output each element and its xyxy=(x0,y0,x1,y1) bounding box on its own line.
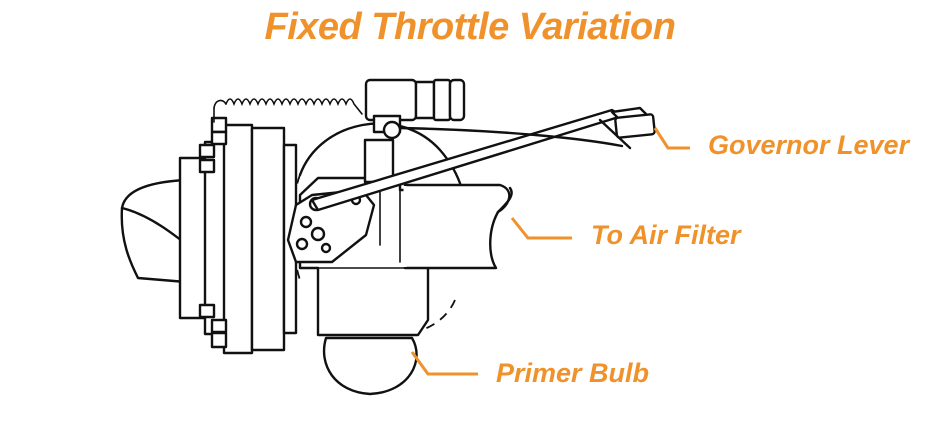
governor-spring xyxy=(213,98,363,123)
fuel-fitting xyxy=(364,78,466,140)
leader-primer-bulb xyxy=(410,351,478,376)
primer-bulb xyxy=(322,336,418,396)
callout-air-filter: To Air Filter xyxy=(591,220,741,250)
mounting-flange xyxy=(178,116,298,355)
flange-bolt-bottom xyxy=(198,303,216,319)
callout-governor-lever: Governor Lever xyxy=(708,130,910,160)
governor-rod xyxy=(310,106,656,212)
air-filter-tube xyxy=(403,183,513,270)
leader-air-filter xyxy=(510,217,572,240)
callout-primer-bulb: Primer Bulb xyxy=(496,358,650,388)
diagram-title: Fixed Throttle Variation xyxy=(264,6,676,48)
leader-governor-lever xyxy=(653,127,690,150)
callout-leaders xyxy=(410,127,690,376)
